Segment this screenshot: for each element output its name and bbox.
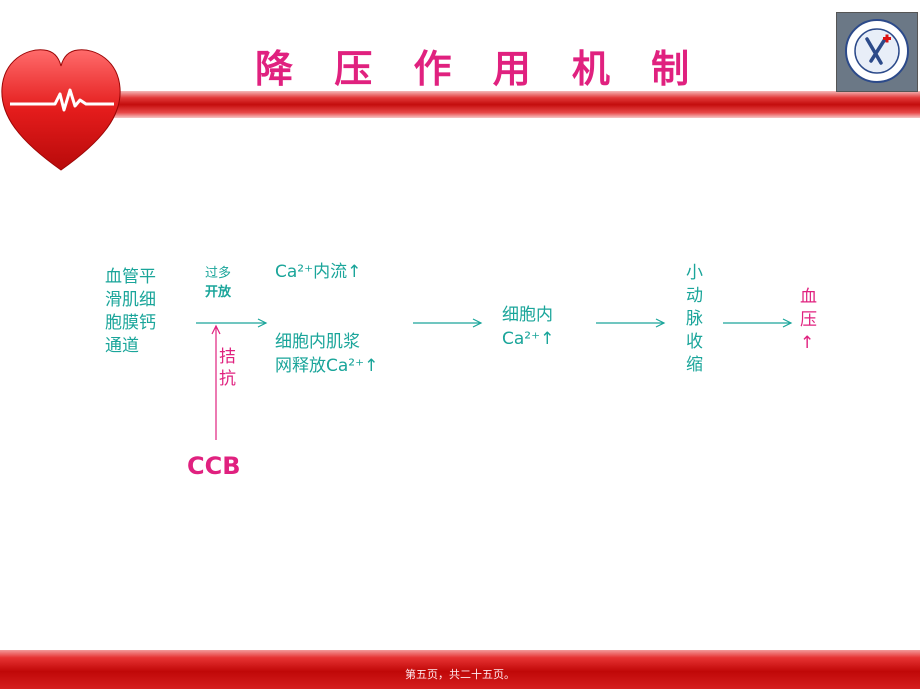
arrowhead-release-to-intracell — [472, 318, 483, 328]
footer-band — [0, 650, 920, 689]
antagonize-char: 拮 — [219, 347, 236, 367]
arteriole-contraction-label: 小 动 脉 收 缩 — [686, 262, 706, 377]
page-counter: 第五页，共二十五页。 — [405, 668, 515, 681]
arrowhead-intracell-to-arteriole — [655, 318, 666, 328]
intracell-line: 细胞内 — [502, 305, 553, 325]
arrowhead-ccb-antagonize — [211, 324, 221, 335]
antagonize-char: 抗 — [219, 369, 236, 389]
channel-line: 血管平 — [105, 267, 156, 287]
channel-line: 滑肌细 — [105, 290, 156, 310]
header-band — [60, 91, 920, 118]
intracell-line: Ca²⁺↑ — [502, 329, 555, 349]
sr-release-label: 细胞内肌浆 网释放Ca²⁺↑ — [275, 330, 378, 378]
arteriole-char: 动 — [686, 286, 703, 306]
ca-influx-label: Ca²⁺内流↑ — [275, 262, 362, 282]
ccb-label: CCB — [187, 452, 241, 480]
channel-line: 胞膜钙 — [105, 313, 156, 333]
arteriole-char: 小 — [686, 263, 703, 283]
page-title: 降 压 作 用 机 制 — [255, 47, 704, 91]
arteriole-char: 脉 — [686, 309, 703, 329]
bp-char: ↑ — [800, 333, 815, 353]
intracellular-ca-label: 细胞内 Ca²⁺↑ — [502, 303, 554, 351]
hospital-logo — [836, 12, 918, 92]
over-open-line: 过多 — [205, 266, 232, 281]
over-open-line: 开放 — [205, 285, 232, 300]
arrowhead-channel-to-release — [257, 318, 268, 328]
sr-release-line: 网释放Ca²⁺↑ — [275, 356, 379, 376]
sr-release-line: 细胞内肌浆 — [275, 332, 360, 352]
over-open-label: 过多 开放 — [205, 264, 231, 302]
arteriole-char: 缩 — [686, 355, 703, 375]
channel-line: 通道 — [105, 336, 139, 356]
arteriole-char: 收 — [686, 332, 703, 352]
bp-char: 压 — [800, 310, 817, 330]
arrowhead-arteriole-to-bp — [782, 318, 793, 328]
calcium-channel-label: 血管平 滑肌细 胞膜钙 通道 — [105, 266, 156, 358]
bp-char: 血 — [800, 287, 817, 307]
blood-pressure-label: 血 压 ↑ — [800, 286, 820, 355]
heart-ecg-icon — [1, 49, 121, 171]
antagonize-label: 拮 抗 — [219, 346, 239, 390]
